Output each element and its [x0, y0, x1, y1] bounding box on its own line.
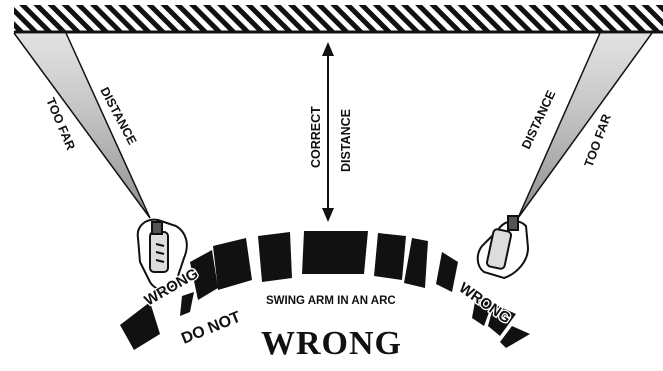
wall-hatching: [14, 5, 663, 32]
band-segment: [213, 238, 252, 290]
caption-wrong: WRONG: [0, 326, 663, 362]
left-cone-edge-inner: [66, 33, 150, 218]
band-segment: [436, 252, 458, 292]
label-swing-arm: SWING ARM IN AN ARC: [266, 295, 396, 307]
band-segment: [374, 233, 406, 280]
correct-distance-arrow: [322, 42, 334, 222]
band-segment: [302, 231, 368, 274]
arrow-head-bottom: [322, 208, 334, 222]
label-correct: CORRECT: [309, 106, 323, 168]
band-segment: [180, 292, 194, 316]
right-sprayer-nozzle: [508, 216, 518, 230]
wall: [14, 5, 663, 32]
label-distance-center: DISTANCE: [339, 109, 353, 172]
left-sprayer-nozzle: [152, 222, 162, 234]
right-hand-sprayer-icon: [478, 216, 528, 278]
band-segment: [404, 238, 428, 288]
arrow-head-top: [322, 42, 334, 56]
band-segment: [258, 232, 292, 282]
